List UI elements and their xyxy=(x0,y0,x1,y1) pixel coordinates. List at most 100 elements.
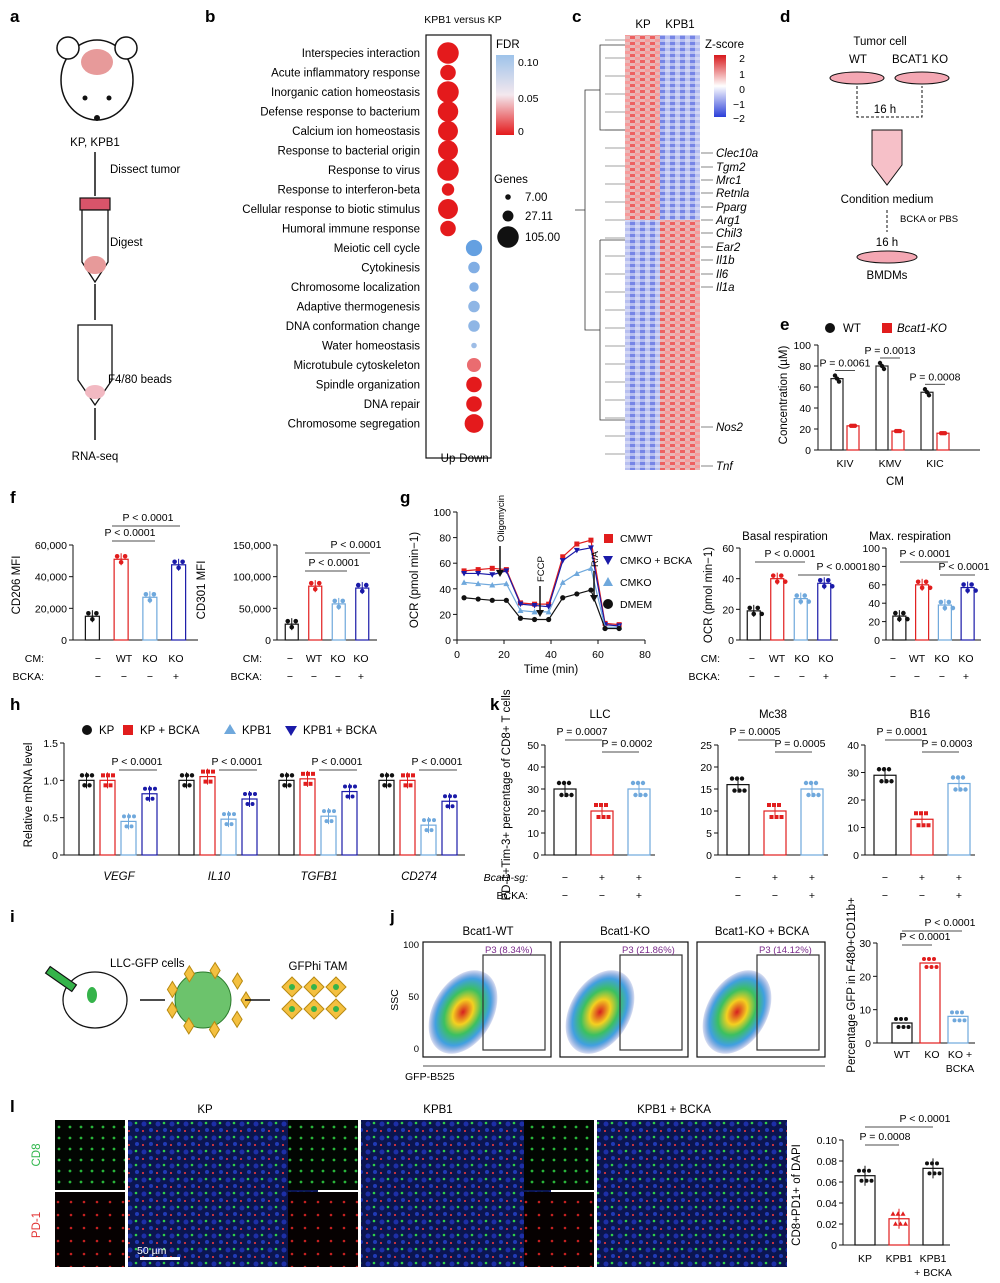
data-point xyxy=(934,965,939,969)
gene-label: Chil3 xyxy=(716,228,743,240)
data-point xyxy=(893,610,898,616)
label-wt: WT xyxy=(849,54,867,66)
bar xyxy=(854,1175,876,1246)
series-point xyxy=(461,579,468,585)
data-point xyxy=(899,1017,903,1021)
panel-letter-d: d xyxy=(780,7,790,26)
go-term-label: Response to bacterial origin xyxy=(277,146,420,158)
y-tick-label: 0 xyxy=(728,635,734,647)
data-point xyxy=(767,803,771,807)
y-axis-label: CD8+PD1+ of DAPI xyxy=(791,1144,803,1246)
data-point xyxy=(635,780,641,786)
y-tick-label: 1.0 xyxy=(43,775,58,787)
gate-label: P3 (21.86%) xyxy=(622,945,675,956)
data-point xyxy=(961,582,966,587)
heatmap-block-down xyxy=(625,220,660,470)
zscore-tick: −2 xyxy=(733,113,745,125)
data-point xyxy=(921,823,926,828)
data-point xyxy=(289,624,295,630)
sg-value: − xyxy=(882,872,888,884)
y-tick-label: 20 xyxy=(722,604,734,616)
y-tick-label: 80 xyxy=(799,361,811,373)
data-point xyxy=(932,957,936,961)
p-value: P = 0.0005 xyxy=(775,738,826,750)
data-point xyxy=(770,573,776,578)
row-label-bcka: BCKA: xyxy=(230,671,262,683)
legend-marker-ko xyxy=(882,323,892,333)
data-point xyxy=(556,780,562,786)
data-point xyxy=(601,815,606,819)
legend-marker xyxy=(82,725,92,735)
y-tick-label: 20 xyxy=(847,795,859,807)
go-term-dot xyxy=(438,121,458,141)
label-llc-gfp: LLC-GFP cells xyxy=(110,958,185,970)
cm-value: − xyxy=(749,653,755,665)
data-point xyxy=(606,815,611,819)
data-point xyxy=(950,605,956,611)
bar xyxy=(355,587,370,641)
panel-letter-g: g xyxy=(400,488,410,507)
data-point xyxy=(94,610,99,616)
data-point xyxy=(322,809,326,814)
gene-label: Tgm2 xyxy=(716,162,746,174)
gfp-dot-illustration xyxy=(289,1006,295,1012)
go-term-dot xyxy=(471,342,477,349)
bar xyxy=(199,775,216,856)
y-tick-label: 5 xyxy=(706,828,712,840)
macrophage-illustration xyxy=(166,980,179,999)
series-point xyxy=(616,625,622,632)
y-tick-label: 10 xyxy=(527,828,539,840)
x-tick-label: KO xyxy=(924,1049,939,1061)
row-label-cm: CM: xyxy=(25,653,44,665)
cells-illustration xyxy=(84,256,106,274)
bar xyxy=(113,558,129,641)
x-tick-label: KP xyxy=(858,1253,872,1265)
y-tick-label: 40 xyxy=(847,740,859,752)
series-point xyxy=(517,615,524,621)
bar xyxy=(922,1167,944,1246)
x-tick-label: WT xyxy=(894,1049,911,1061)
cm-value: KO xyxy=(330,653,345,665)
gate-frame xyxy=(482,954,546,1051)
data-point xyxy=(118,559,124,565)
data-point xyxy=(779,815,784,819)
data-point xyxy=(898,1221,903,1226)
data-point xyxy=(329,819,334,824)
data-point xyxy=(308,580,314,586)
y-tick-label: 60 xyxy=(722,543,734,555)
genes-legend-label: 27.11 xyxy=(525,211,553,223)
data-point xyxy=(922,957,926,961)
series-point xyxy=(587,545,594,551)
image-group-title: KPB1 xyxy=(423,1104,452,1116)
data-point xyxy=(312,586,318,592)
bar xyxy=(770,578,785,641)
go-term-label: Interspecies interaction xyxy=(302,48,420,60)
go-term-dot xyxy=(440,64,456,81)
gene-label: Il1b xyxy=(716,255,735,267)
data-point xyxy=(243,792,247,796)
gate-frame xyxy=(619,954,683,1051)
data-point xyxy=(151,591,157,597)
data-point xyxy=(79,773,85,778)
data-point xyxy=(559,792,564,798)
zscore-tick: 0 xyxy=(739,84,745,96)
p-value: P < 0.0001 xyxy=(900,548,951,560)
flow-plot-title: Bcat1-WT xyxy=(462,926,513,938)
data-point xyxy=(143,786,147,791)
density-contour xyxy=(565,970,635,1054)
bar xyxy=(627,788,651,856)
cm-value: KO xyxy=(794,653,809,665)
bar xyxy=(726,783,750,856)
y-tick-label: 0 xyxy=(853,850,859,862)
cm-value: WT xyxy=(306,653,323,665)
bar xyxy=(919,962,941,1044)
sg-value: + xyxy=(772,872,778,884)
data-point xyxy=(432,818,436,823)
go-term-dot xyxy=(440,220,456,237)
data-point xyxy=(206,769,210,774)
gene-category-label: TGFB1 xyxy=(300,871,337,883)
p-value: P < 0.0001 xyxy=(309,557,360,569)
data-point xyxy=(596,815,601,819)
data-point xyxy=(774,579,780,584)
p-value: P = 0.0002 xyxy=(602,738,653,750)
